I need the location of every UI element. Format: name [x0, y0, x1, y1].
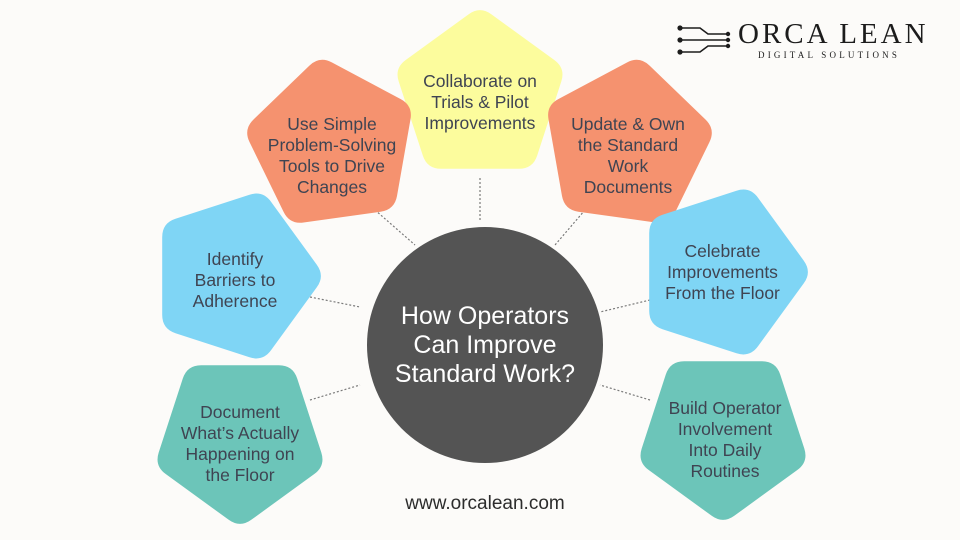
pentagon-update — [548, 59, 712, 223]
pentagon-build — [640, 361, 806, 520]
connector-problem-solving — [374, 209, 416, 246]
pentagon-label-build: Build Operator Involvement Into Daily Ro… — [668, 398, 782, 481]
pentagon-label-collaborate: Collaborate on Trials & Pilot Improvemen… — [423, 70, 537, 133]
brand-name: ORCA LEAN — [738, 18, 929, 50]
circuit-lines-icon — [677, 25, 731, 55]
website-link[interactable]: www.orcalean.com — [405, 493, 565, 514]
connector-build — [599, 384, 651, 401]
brand-logo: ORCA LEAN DIGITAL SOLUTIONS — [676, 18, 946, 62]
pentagon-label-document: Document What’s Actually Happening on th… — [180, 402, 300, 485]
pentagon-collaborate — [397, 10, 563, 169]
pentagon-label-problem-solving: Use Simple Problem-Solving Tools to Driv… — [267, 114, 397, 197]
pentagon-label-update: Update & Own the Standard Work Documents — [571, 114, 685, 197]
pentagon-document — [157, 365, 323, 524]
connector-update — [554, 209, 586, 246]
connector-document — [309, 384, 361, 401]
pentagon-group — [157, 10, 808, 524]
center-title: How Operators Can Improve Standard Work? — [394, 301, 576, 388]
pentagon-identify — [162, 193, 321, 359]
connector-lines — [309, 178, 651, 401]
pentagon-problem-solving — [247, 59, 411, 223]
center-circle — [367, 227, 603, 463]
connector-identify — [309, 296, 361, 308]
connector-celebrate — [599, 299, 651, 313]
pentagon-label-celebrate: Celebrate Improvements From the Floor — [665, 240, 780, 303]
brand-tagline: DIGITAL SOLUTIONS — [758, 50, 901, 60]
pentagon-celebrate — [649, 189, 808, 355]
pentagon-label-identify: Identify Barriers to Adherence — [192, 248, 278, 311]
